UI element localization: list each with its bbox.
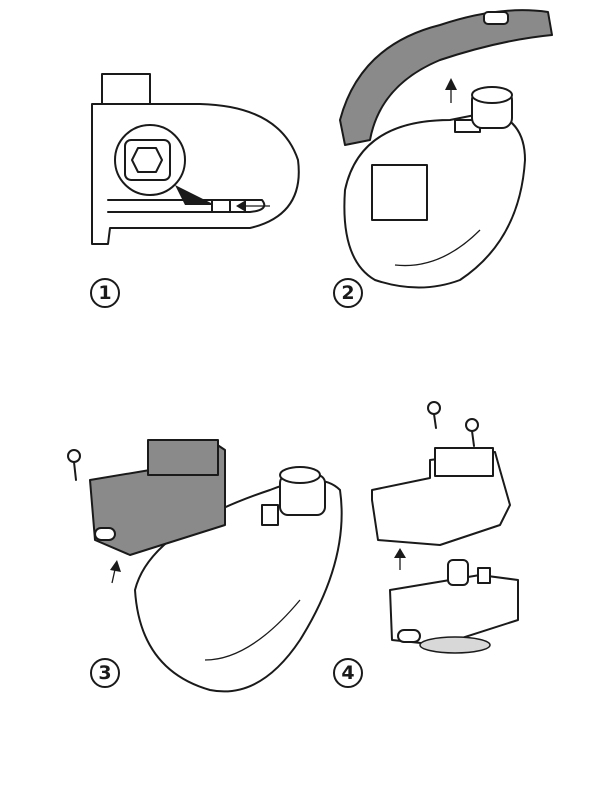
step-number: 1 [98, 282, 112, 304]
step-3-label: 3 [90, 658, 120, 688]
step-number: 4 [341, 662, 355, 684]
step-4-label: 4 [333, 658, 363, 688]
step-3-illustration [67, 439, 343, 693]
step-number: 3 [98, 662, 112, 684]
step-2-label: 2 [333, 278, 363, 308]
step-1-label: 1 [90, 278, 120, 308]
step-1-illustration [91, 73, 300, 245]
step-number: 2 [341, 282, 355, 304]
step-2-illustration [339, 9, 553, 289]
step-4-illustration [371, 401, 519, 654]
